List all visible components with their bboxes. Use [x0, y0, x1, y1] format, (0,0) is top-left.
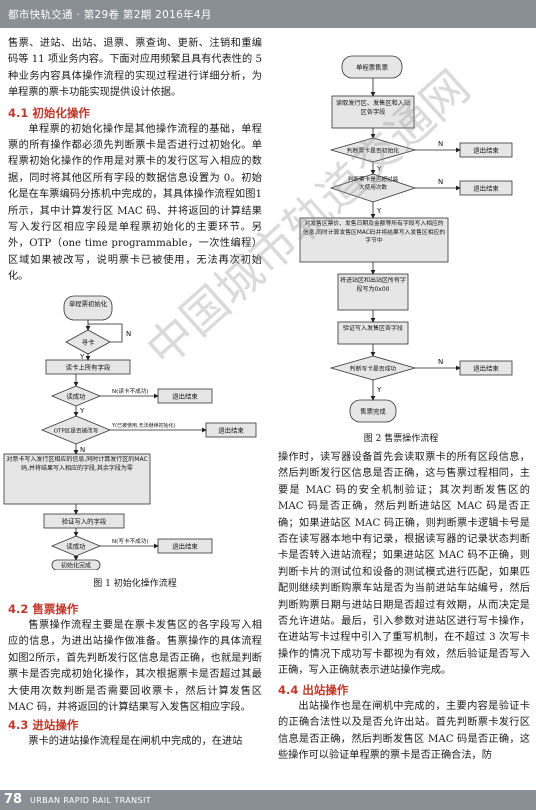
- fig1-write-no-label: N(写卡不成功): [112, 537, 149, 545]
- fig1-y-1: Y: [79, 353, 85, 361]
- fig1-n-1: N: [126, 330, 131, 338]
- fig1-write-issue-area: [3, 453, 151, 505]
- fig1-write-issue-label: 对票卡写入发行区相应的信息,同时计算发行区的MAC码,并将结果写入相应的字段,其…: [6, 456, 148, 472]
- header-bar: [0, 0, 536, 28]
- section-4-2-body: 售票操作流程主要是在票卡发售区的各字段写入相应的信息，为进出站操作做准备。售票操…: [8, 620, 262, 714]
- fig2-n-3: N: [438, 358, 443, 366]
- section-4-3-continued: 操作时，读写器设备首先会读取票卡的所有区段信息，然后判断发行区信息是否正确，这与…: [278, 452, 530, 677]
- fig1-n-2: N: [80, 446, 85, 454]
- fig2-write-sale-label: 对发售区票价、发售日期及金额等所有字段写入相应的信息,同时计算发售区MAC码并将…: [302, 221, 446, 245]
- section-4-3-body: 票卡的进站操作流程是在闸机中完成的，在进站: [28, 736, 243, 748]
- section-4-2-title: 4.2 售票操作: [8, 602, 79, 616]
- fig1-find-card-label: 寻卡: [82, 338, 95, 347]
- fig1-read-fields-label: 读卡上所有字段: [66, 363, 111, 372]
- left-column-lower: 4.2 售票操作 售票操作流程主要是在票卡发售区的各字段写入相应的信息，为进出站…: [8, 600, 262, 751]
- fig2-verify-sale-label: 验证写入发售区各字段: [342, 325, 403, 332]
- fig2-n-1: N: [438, 140, 443, 148]
- figure-2-flowchart: 单程票售票 判断票卡是否初始化 退出结束 退出结束 判断写卡是否成功 退出结束 …: [299, 55, 513, 423]
- fig2-exit-3-label: 退出结束: [473, 364, 499, 373]
- fig1-verify-fields: [43, 513, 125, 529]
- fig1-end-label: 初始化完成: [61, 562, 91, 570]
- right-column: 操作时，读写器设备首先会读取票卡的所有区段信息，然后判断发行区信息是否正确，这与…: [278, 450, 530, 764]
- section-4-1-title: 4.1 初始化操作: [8, 105, 90, 120]
- fig2-exit-1-label: 退出结束: [473, 146, 499, 155]
- fig2-write-sale-area: [299, 217, 449, 263]
- fig2-end-label: 售票完成: [360, 407, 386, 416]
- figure-2-caption: 图 2 售票操作流程: [363, 434, 439, 444]
- fig2-y-3: Y: [376, 386, 382, 394]
- fig2-initialized-label: 判断票卡是否初始化: [347, 147, 399, 155]
- fig2-max-use-label: 判断票卡是否超过最大使用次数: [347, 177, 399, 191]
- fig1-read-no-label: N(读卡不成功): [112, 387, 149, 395]
- fig1-y-2: Y: [79, 407, 85, 415]
- fig1-exit-1-label: 退出结束: [172, 392, 198, 401]
- fig2-exit-2-label: 退出结束: [473, 184, 499, 193]
- section-4-4-title: 4.4 出站操作: [278, 682, 349, 697]
- fig1-start-label-1: 单程票初始化: [69, 299, 108, 308]
- journal-header: 都市快轨交通 · 第29卷 第2期 2016年4月: [8, 9, 212, 21]
- figure-1-caption: 图 1 初始化操作流程: [93, 579, 177, 589]
- fig2-y-2: Y: [376, 207, 382, 215]
- fig1-verify-label: 验证写入的字段: [62, 517, 107, 526]
- fig1-read-ok-2-label: 读成功: [66, 542, 85, 551]
- fig1-exit-2-label: 退出结束: [218, 426, 244, 435]
- figure-1-flowchart: 单程票初始化 寻卡 读卡上所有字段 读成功 退出结束 OTP区是否被改写 退出结…: [3, 295, 257, 570]
- fig1-otp-yes-label: Y(已被使用,无法继续初始化): [111, 422, 176, 429]
- footer-bar: [0, 790, 536, 810]
- fig2-start-node: [341, 55, 403, 79]
- fig2-clear-areas-label: 将进站区和出站区所有字段写为0x00: [340, 277, 406, 293]
- fig2-read-areas: [331, 95, 415, 129]
- page-number: 78: [4, 792, 23, 807]
- footer-journal-name: URBAN RAPID RAIL TRANSIT: [30, 796, 152, 805]
- left-column: 售票、进站、出站、退票、票查询、更新、注销和重编码等 11 项业务内容。下面对应…: [8, 36, 262, 286]
- intro-paragraph: 售票、进站、出站、退票、票查询、更新、注销和重编码等 11 项业务内容。下面对应…: [8, 38, 262, 99]
- fig2-read-areas-label: 读取发行区、发售区和入站区各字段: [335, 100, 411, 116]
- fig2-write-ok-label: 判断写卡是否成功: [350, 365, 397, 373]
- fig1-read-ok-label: 读成功: [66, 392, 85, 401]
- section-4-3-title: 4.3 进站操作: [8, 718, 79, 733]
- fig2-y-1: Y: [376, 165, 382, 173]
- section-4-4-body: 出站操作也是在闸机中完成的，主要内容是验证卡的正确合法性以及是否允许出站。首先判…: [278, 700, 530, 761]
- fig1-otp-label: OTP区是否被改写: [54, 427, 99, 435]
- fig2-start-label: 单程票售票: [356, 63, 389, 72]
- fig1-exit-3-label: 退出结束: [172, 542, 198, 551]
- section-4-1-body: 单程票的初始化操作是其他操作流程的基础，单程票的所有操作都必须先判断票卡是否进行…: [8, 123, 262, 283]
- fig2-n-2: N: [438, 178, 443, 186]
